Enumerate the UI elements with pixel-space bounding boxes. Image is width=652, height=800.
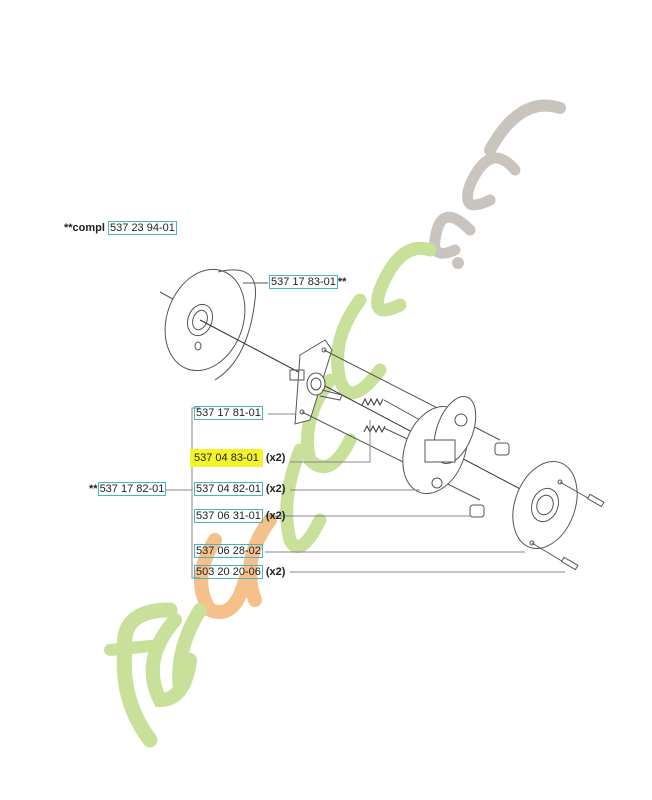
assembly-part-number[interactable]: 537 23 94-01 xyxy=(108,221,177,235)
part-row-highlighted: 537 04 83-01(x2) xyxy=(190,449,285,467)
part-row: 537 06 28-02 xyxy=(194,544,266,558)
assembly-prefix: **compl xyxy=(64,222,105,234)
drum-label: 537 17 83-01** xyxy=(269,275,347,289)
part-row: 537 06 31-01(x2) xyxy=(194,509,286,523)
bracket-plate xyxy=(289,339,343,425)
assembly-label: **compl 537 23 94-01 xyxy=(64,221,177,235)
part-number[interactable]: 503 20 20-06 xyxy=(194,565,263,579)
spacer xyxy=(469,504,485,518)
clutch-shoe xyxy=(402,396,477,495)
clutch-drum xyxy=(164,268,257,381)
springs xyxy=(361,397,386,434)
part-number[interactable]: 537 06 28-02 xyxy=(194,544,263,558)
cover-plate xyxy=(512,460,578,550)
spacer xyxy=(494,442,510,456)
part-row: 537 17 81-01 xyxy=(194,406,266,420)
part-number[interactable]: 537 04 82-01 xyxy=(194,482,263,496)
screw xyxy=(586,493,605,508)
part-number-highlighted[interactable]: 537 04 83-01 xyxy=(190,449,263,467)
drum-part-number[interactable]: 537 17 83-01 xyxy=(269,275,338,289)
part-number[interactable]: 537 06 31-01 xyxy=(194,509,263,523)
subassembly-label: **537 17 82-01 xyxy=(89,482,167,496)
part-number[interactable]: 537 17 81-01 xyxy=(194,406,263,420)
screw xyxy=(560,556,579,571)
part-row: 537 04 82-01(x2) xyxy=(194,482,286,496)
subassembly-part-number[interactable]: 537 17 82-01 xyxy=(97,482,167,496)
part-row: 503 20 20-06(x2) xyxy=(194,565,286,579)
